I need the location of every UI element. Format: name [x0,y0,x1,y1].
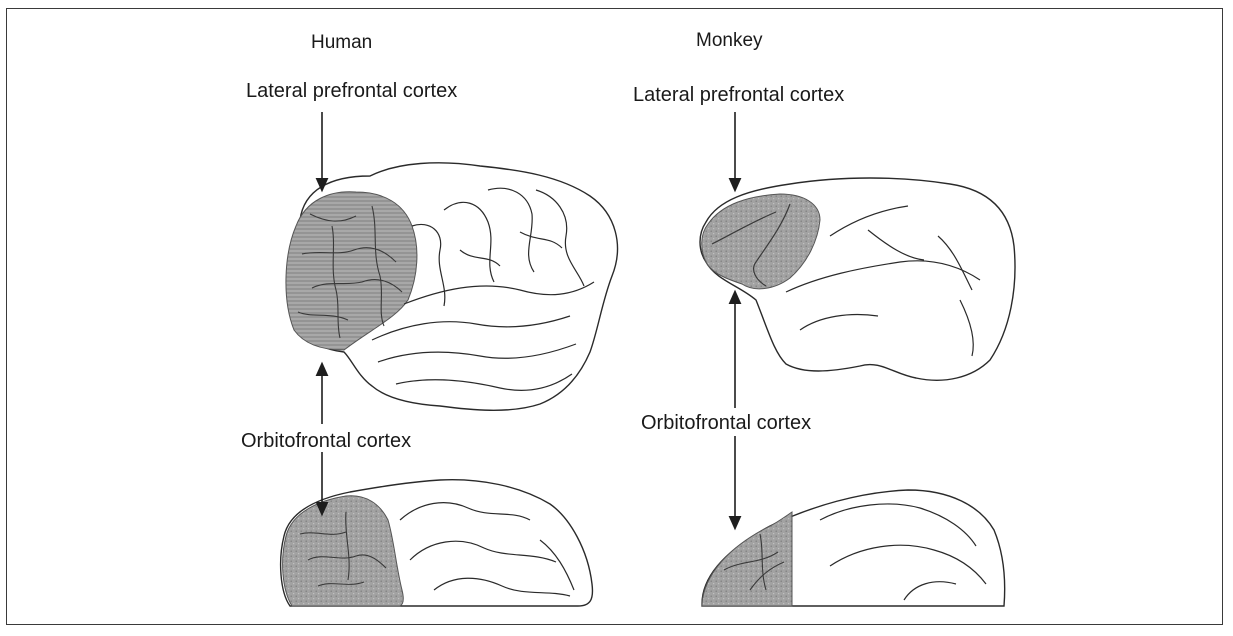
human-orbital-brain [281,480,593,606]
human-lateral-brain [286,163,618,410]
monkey-orbitofrontal-region [702,512,792,606]
monkey-orbital-brain [702,490,1005,606]
monkey-lateral-brain [700,178,1015,380]
